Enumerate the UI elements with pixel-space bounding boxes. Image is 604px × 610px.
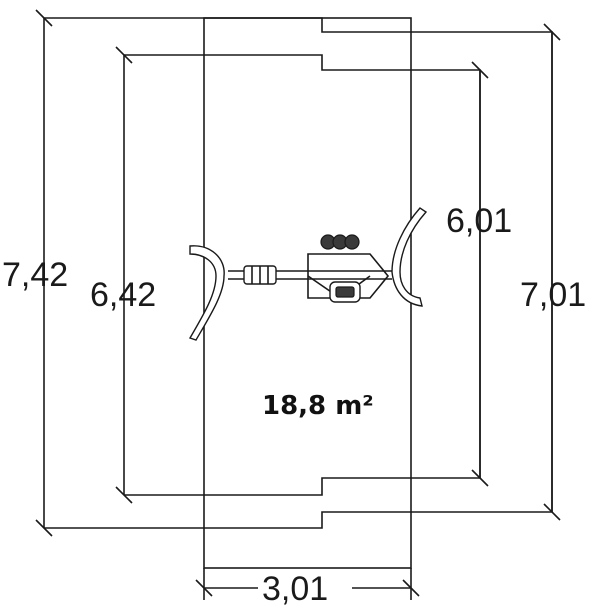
tick-mark [471,61,489,79]
tick-mark [471,469,489,487]
tick-mark [402,579,420,597]
label-outer-height: 7,42 [2,256,68,294]
tick-mark [115,46,133,64]
outer-safety-zone [44,17,553,529]
tick-mark [115,486,133,504]
label-outer-length: 7,01 [520,276,586,314]
tick-mark [35,519,53,537]
tick-mark [543,23,561,41]
inner-safety-zone [124,54,481,496]
tick-mark [35,9,53,27]
swing-equipment-icon [188,207,428,341]
label-width: 3,01 [262,570,328,608]
label-inner-height: 6,42 [90,276,156,314]
tick-mark [195,579,213,597]
tick-mark [543,503,561,521]
label-inner-length: 6,01 [446,202,512,240]
area-label: 18,8 m² [262,391,374,421]
